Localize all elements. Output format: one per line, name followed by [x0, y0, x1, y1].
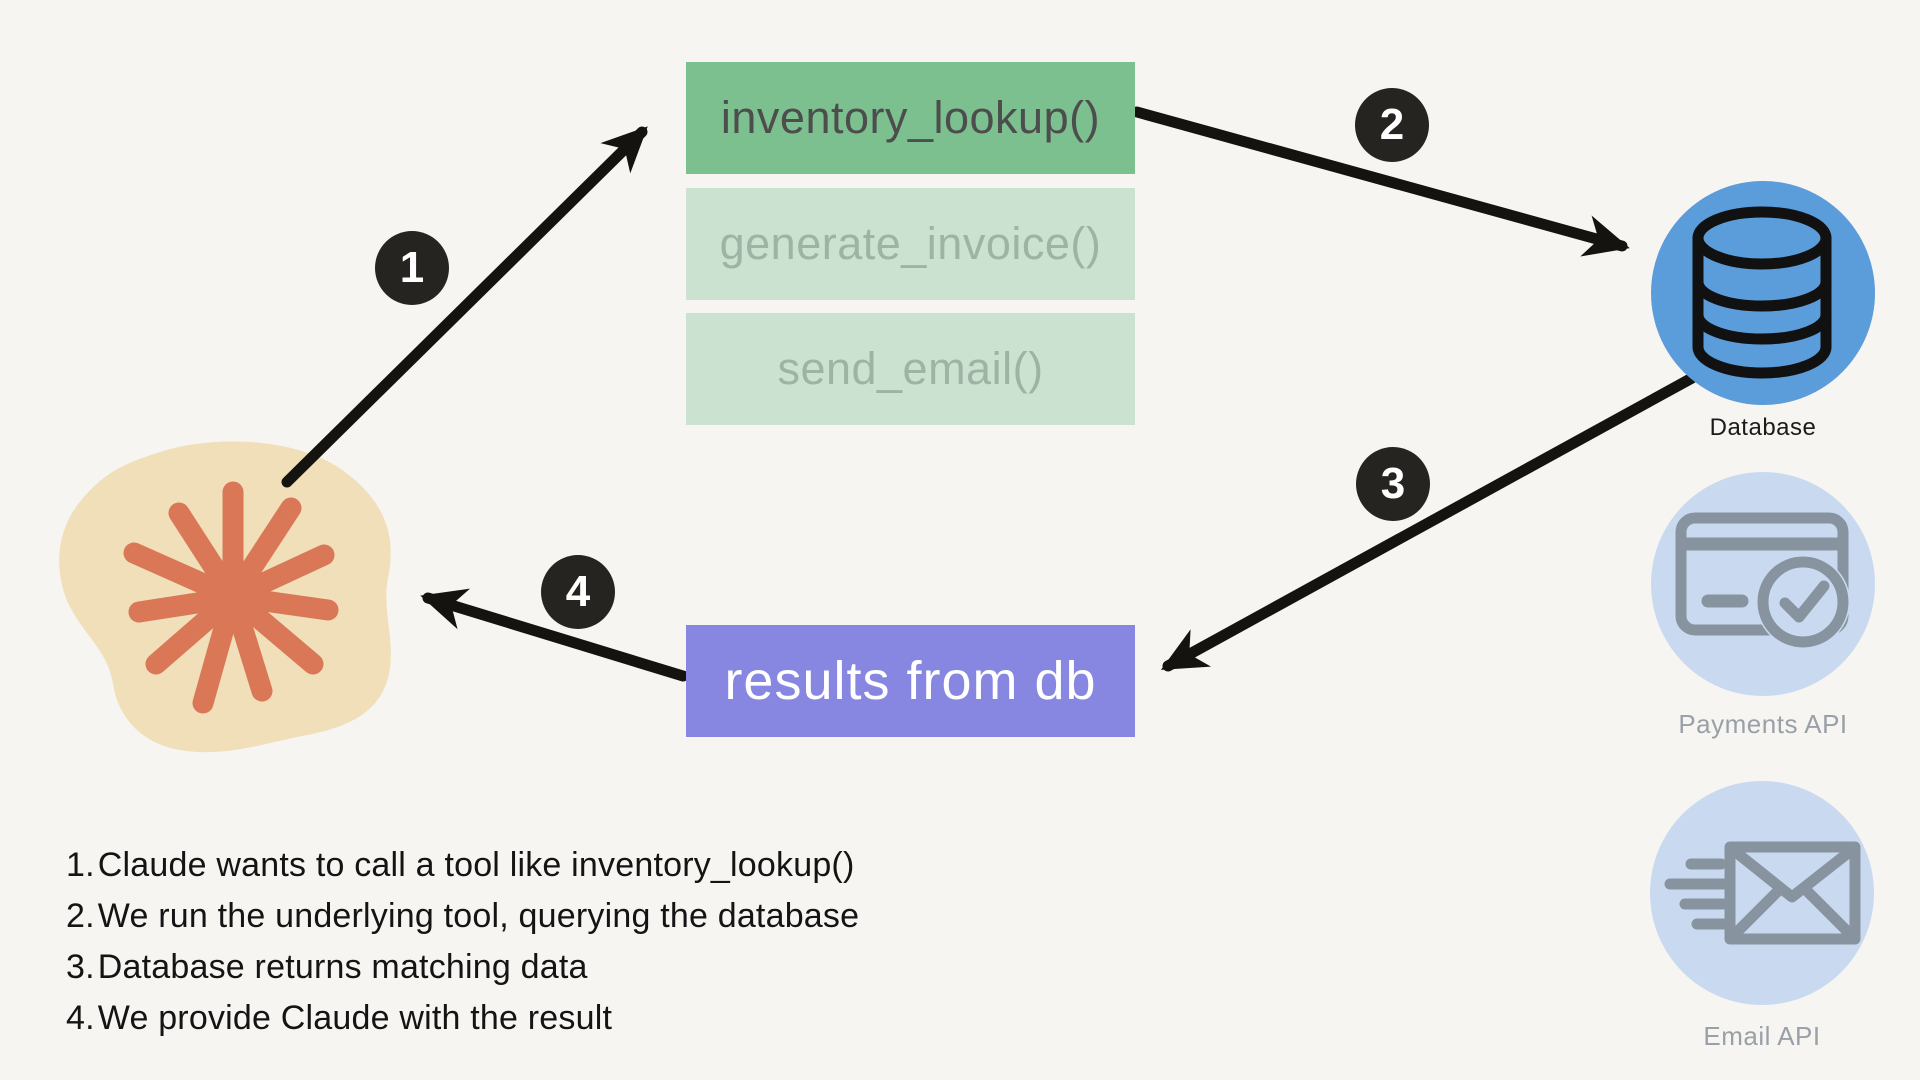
step-marker-1: 1: [375, 231, 449, 305]
step-marker-number: 2: [1379, 100, 1405, 149]
step-item-3: 3. Database returns matching data: [66, 948, 859, 999]
tool-box-inventory-lookup: inventory_lookup(): [686, 62, 1135, 174]
claude-blob-shape: [59, 441, 391, 753]
step-text: Database returns matching data: [97, 948, 588, 986]
email-api-icon: [1664, 841, 1861, 945]
step-text: Claude wants to call a tool like invento…: [97, 846, 855, 884]
claude-logo: [59, 441, 391, 753]
step-marker-number: 3: [1380, 459, 1406, 508]
result-box: results from db: [686, 625, 1135, 737]
step-number: 3.: [66, 948, 95, 986]
tool-label: send_email(): [777, 343, 1044, 394]
step-marker-3: 3: [1356, 447, 1430, 521]
tool-box-generate-invoice: generate_invoice(): [686, 188, 1135, 300]
database-icon: [1692, 206, 1832, 379]
step-marker-2: 2: [1355, 88, 1429, 162]
tool-label: inventory_lookup(): [720, 92, 1101, 143]
step-item-2: 2. We run the underlying tool, querying …: [66, 897, 859, 948]
step-number: 2.: [66, 897, 95, 935]
email-api-label: Email API: [1703, 1021, 1821, 1051]
arrow-step-1: [281, 126, 648, 488]
step-number: 1.: [66, 846, 95, 884]
tool-label: generate_invoice(): [719, 218, 1102, 269]
tool-box-send-email: send_email(): [686, 313, 1135, 425]
payments-api-icon: [1675, 512, 1850, 649]
step-item-4: 4. We provide Claude with the result: [66, 999, 859, 1050]
step-marker-4: 4: [541, 555, 615, 629]
email-api-node: [1650, 781, 1874, 1005]
step-item-1: 1. Claude wants to call a tool like inve…: [66, 846, 859, 897]
database-node: [1651, 181, 1875, 405]
payments-api-label: Payments API: [1678, 709, 1848, 739]
step-number: 4.: [66, 999, 95, 1037]
payments-api-node: [1651, 472, 1875, 696]
result-box-label: results from db: [724, 651, 1097, 711]
step-marker-number: 4: [565, 567, 591, 616]
steps-list: 1. Claude wants to call a tool like inve…: [66, 846, 859, 1050]
claude-starburst-icon: [123, 481, 339, 714]
step-text: We provide Claude with the result: [97, 999, 613, 1037]
step-marker-number: 1: [399, 243, 425, 292]
database-label: Database: [1709, 414, 1817, 441]
step-text: We run the underlying tool, querying the…: [97, 897, 860, 935]
